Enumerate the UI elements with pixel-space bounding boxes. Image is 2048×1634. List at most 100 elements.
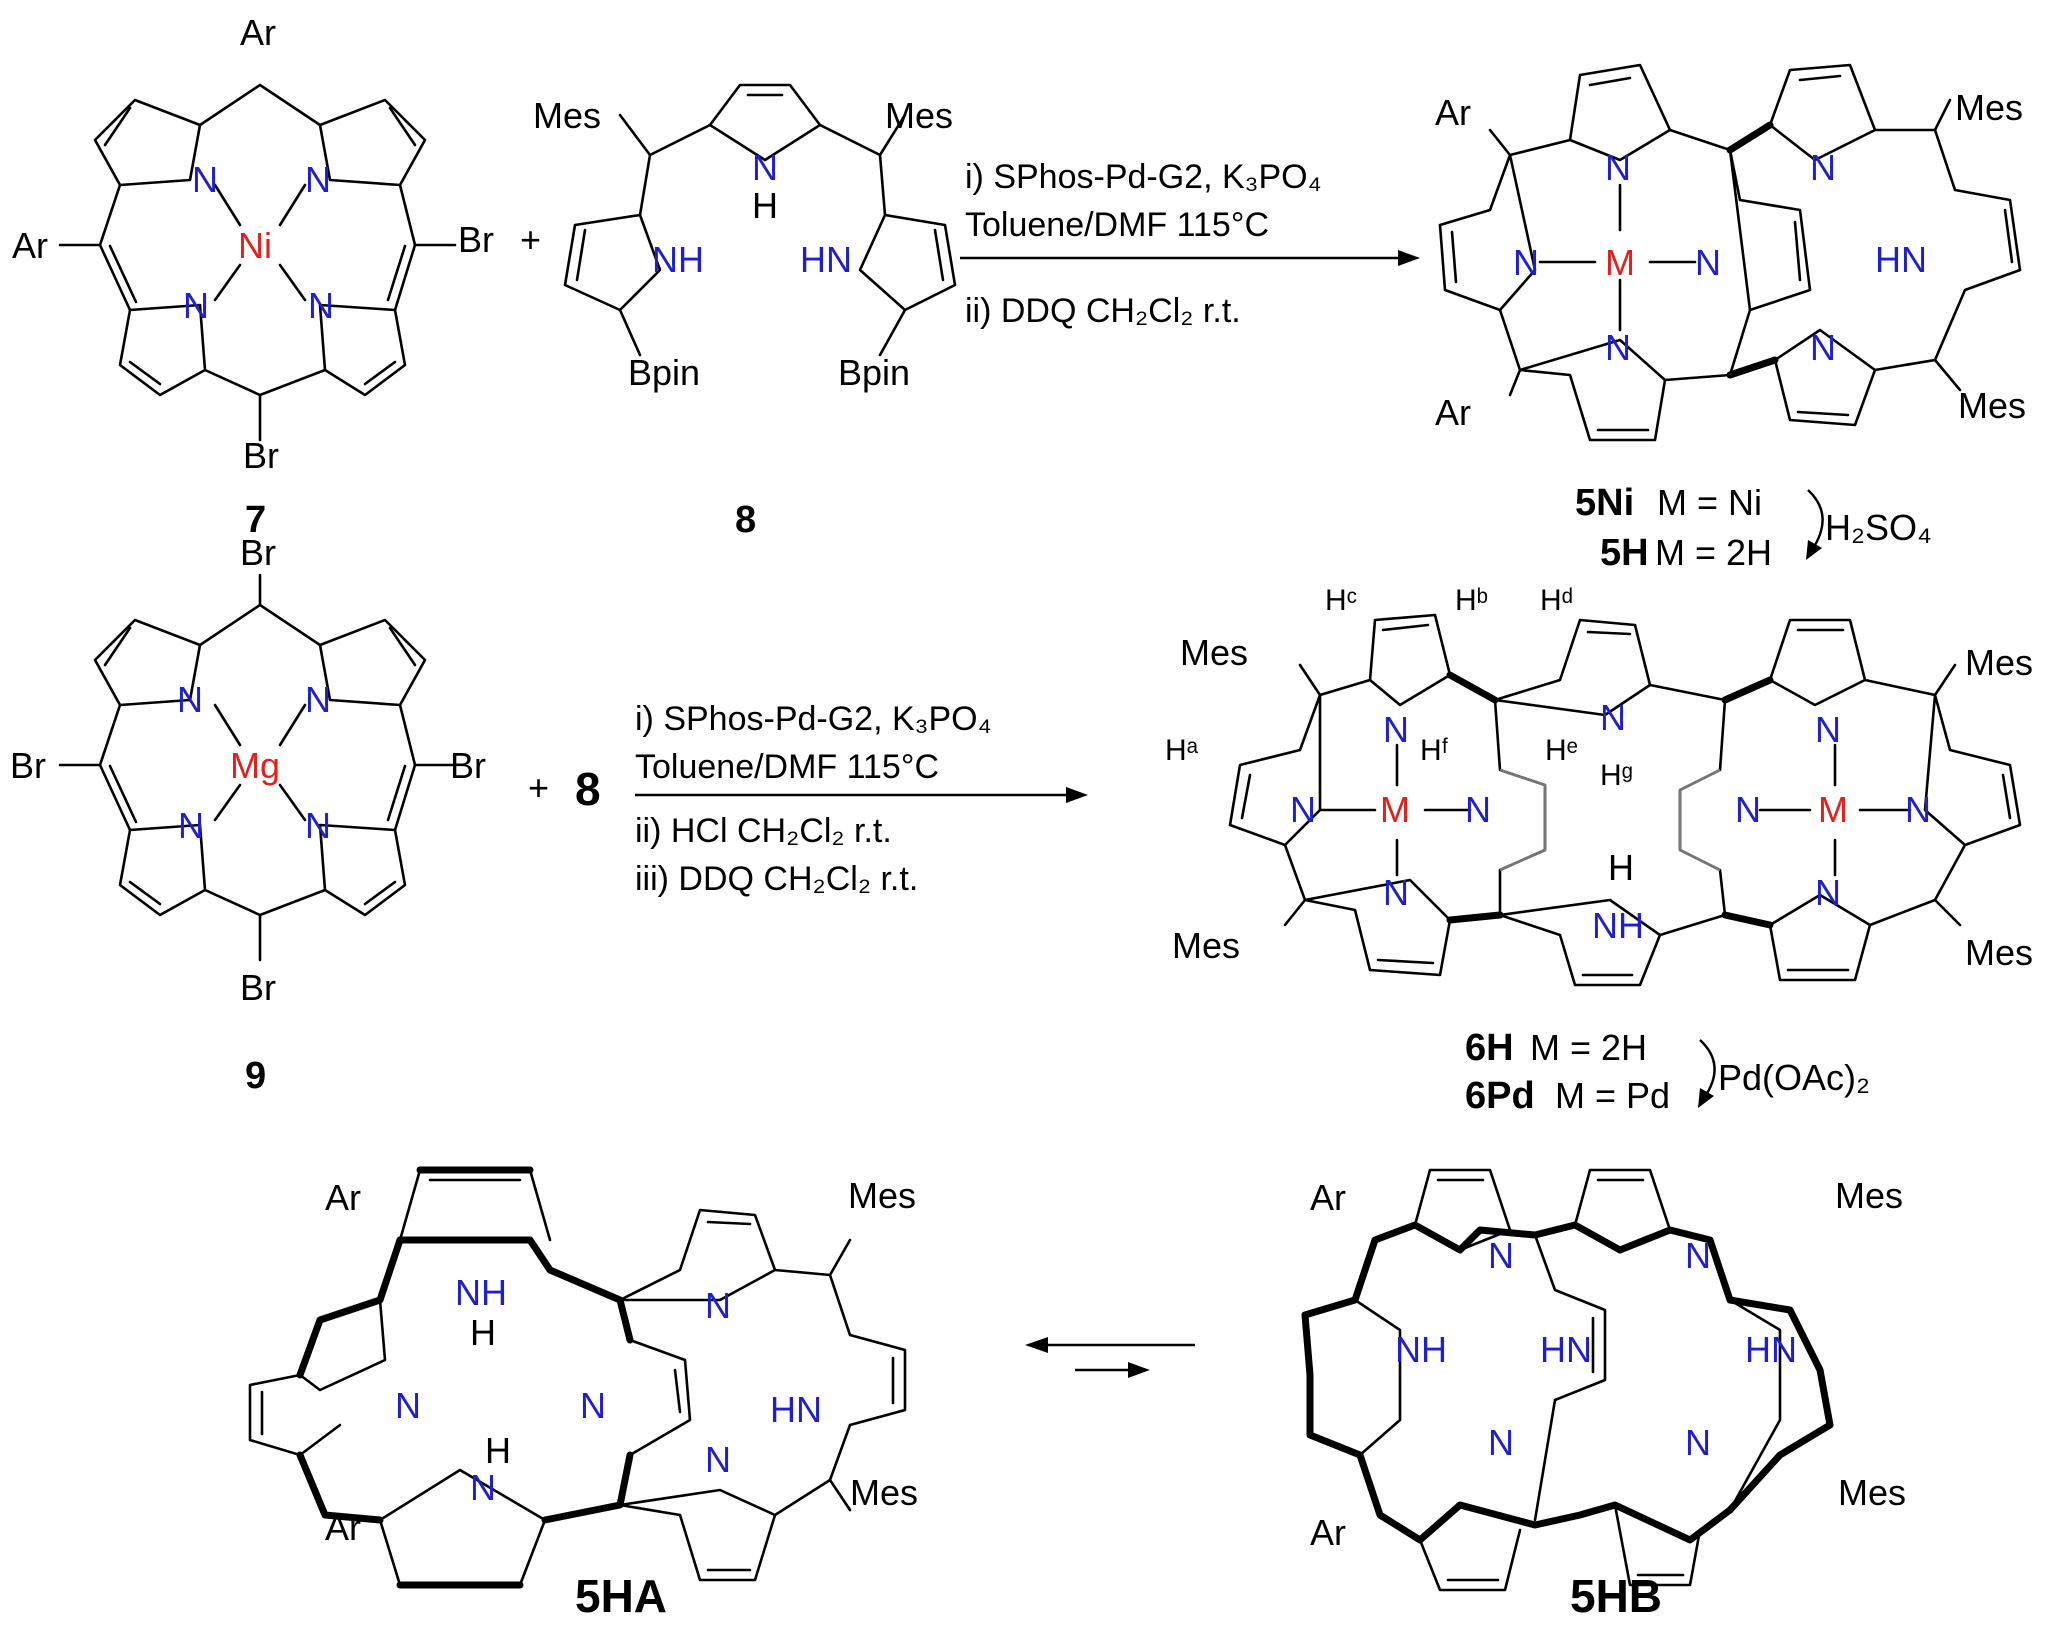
mes-substituent: Mes [850,1472,918,1513]
nh-group: N [470,1467,496,1508]
compound-7-structure: N N N N Ni Ar Ar Br Br [12,12,494,476]
hn-group: HN [770,1389,822,1430]
n-atom: N [1815,709,1841,750]
br-substituent: Br [10,745,46,786]
ar-substituent: Ar [1435,92,1471,133]
ar-substituent: Ar [12,225,48,266]
compound-9-label: 9 [245,1055,266,1097]
br-substituent: Br [450,745,486,786]
nh-group: NH [1395,1329,1447,1370]
n-atom: N [305,805,331,846]
compound-5-structure: N N N N N N HN M Ar Ar Mes Mes [1435,63,2026,442]
nh-group: NH [455,1272,507,1313]
reaction1-step3: ii) DDQ CH₂Cl₂ r.t. [965,292,1241,330]
br-substituent: Br [243,435,279,476]
br-substituent: Br [240,532,276,573]
proton-label-a: Hᵃ [1165,734,1199,767]
equilibrium-arrowhead-right [1128,1362,1150,1378]
tautomer-5hb-structure: N N N N NH HN HN Ar Ar Mes Mes [1301,1168,1906,1592]
ar-substituent: Ar [1310,1512,1346,1553]
mes-substituent: Mes [1955,87,2023,128]
pd-reagent: Pd(OAc)₂ [1718,1057,1870,1098]
compound-5h-equation: M = 2H [1655,532,1772,573]
proton-label-e: Hᵉ [1545,734,1578,767]
compound-9-structure: N N N N Mg Br Br Br Br [10,532,486,1008]
tautomer-5hb-label: 5HB [1570,1570,1662,1622]
n-atom: N [1605,147,1631,188]
ar-substituent: Ar [325,1507,361,1548]
reaction1-step2: Toluene/DMF 115°C [965,206,1269,244]
n-atom: N [1735,789,1761,830]
br-substituent: Br [458,219,494,260]
n-atom: N [705,1285,731,1326]
pd-arrowhead [1698,1088,1714,1108]
reaction2-step3: ii) HCl CH₂Cl₂ r.t. [635,812,892,850]
equilibrium-arrowhead-left [1025,1337,1048,1353]
bpin-group: Bpin [838,352,910,393]
tautomer-5ha-structure: NH H N N H N N N HN Ar Ar Mes Mes [248,1166,918,1589]
compound-6pd-label: 6Pd [1465,1075,1535,1117]
h2so4-reagent: H₂SO₄ [1825,507,1932,548]
reaction2-step2: Toluene/DMF 115°C [635,748,939,786]
n-atom: N [395,1385,421,1426]
n-atom: N [1488,1422,1514,1463]
h2so4-arrowhead [1806,540,1822,560]
proton-label-b: Hᵇ [1455,584,1488,617]
mes-group: Mes [533,95,601,136]
hn-group: HN [1875,239,1927,280]
mes-substituent: Mes [1172,925,1240,966]
metal-atom: M [1380,789,1410,830]
compound-5h-label: 5H [1600,532,1649,574]
tautomer-5ha-label: 5HA [575,1570,667,1622]
mes-substituent: Mes [1180,632,1248,673]
n-atom: N [1383,709,1409,750]
compound-6-structure: N N N N N N N N N NH M M Mes Mes Mes Mes… [1165,584,2033,987]
n-atom: N [580,1385,606,1426]
n-atom: N [1695,242,1721,283]
hn-group: HN [800,239,852,280]
h-atom: H [485,1430,511,1471]
hn-group: HN [1540,1329,1592,1370]
n-atom: N [1905,789,1931,830]
br-substituent: Br [240,967,276,1008]
n-atom: N [192,159,218,200]
h-atom: H [752,185,778,226]
n-atom: N [705,1439,731,1480]
nickel-atom: Ni [238,225,272,266]
reaction2-arrowhead [1066,787,1088,803]
ar-substituent: Ar [1310,1177,1346,1218]
ar-substituent: Ar [240,12,276,53]
pd-curved-arrow [1699,1039,1716,1099]
n-atom: N [177,679,203,720]
h2so4-curved-arrow [1807,489,1824,551]
compound-6h-label: 6H [1465,1027,1514,1069]
h-atom: H [1608,847,1634,888]
ar-substituent: Ar [325,1177,361,1218]
mes-group: Mes [885,95,953,136]
proton-label-g: Hᵍ [1600,759,1633,792]
reaction1-step1: i) SPhos-Pd-G2, K₃PO₄ [965,158,1322,196]
compound-7-label: 7 [245,499,266,541]
reactant-8-label: 8 [575,763,601,815]
compound-8-structure: Mes Mes Bpin Bpin N H NH HN [533,83,957,393]
compound-8-label: 8 [735,499,756,541]
n-atom: N [1383,872,1409,913]
hn-group: HN [1745,1329,1797,1370]
mes-substituent: Mes [1835,1175,1903,1216]
mes-substituent: Mes [1965,642,2033,683]
n-atom: N [1605,327,1631,368]
proton-label-d: Hᵈ [1540,584,1573,617]
n-atom: N [305,159,331,200]
reaction2-step4: iii) DDQ CH₂Cl₂ r.t. [635,860,918,898]
n-atom: N [1290,789,1316,830]
reaction2-step1: i) SPhos-Pd-G2, K₃PO₄ [635,700,992,738]
n-atom: N [1685,1422,1711,1463]
nh-group: NH [652,239,704,280]
n-atom: N [1513,242,1539,283]
mes-substituent: Mes [1838,1472,1906,1513]
n-atom: N [308,285,334,326]
proton-label-c: Hᶜ [1325,584,1357,617]
mes-substituent: Mes [848,1175,916,1216]
mes-substituent: Mes [1958,385,2026,426]
